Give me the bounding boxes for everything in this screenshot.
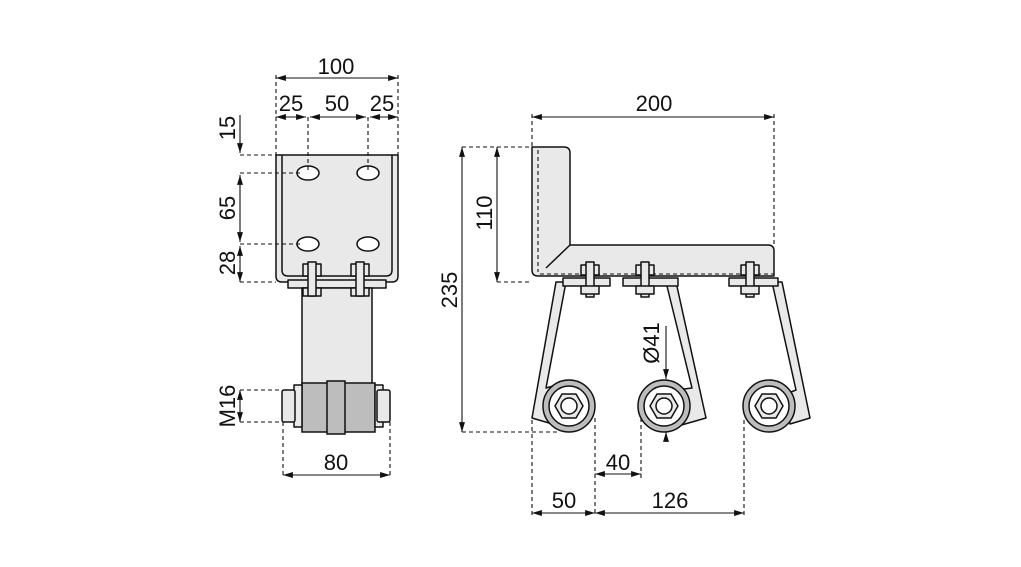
front-dimensions bbox=[237, 75, 399, 478]
roller-3 bbox=[742, 379, 796, 433]
bracket-bolts bbox=[580, 261, 760, 298]
front-view: 100 25 50 25 15 65 28 M16 80 bbox=[215, 54, 399, 478]
dim-edge-right: 25 bbox=[370, 91, 394, 116]
dim-first-roller-offset: 50 bbox=[552, 488, 576, 513]
dim-bolt-size: M16 bbox=[215, 385, 240, 428]
side-view: 200 110 235 Ø41 40 50 126 bbox=[437, 91, 811, 516]
dim-total-height: 235 bbox=[437, 272, 462, 309]
dim-edge-left: 25 bbox=[279, 91, 303, 116]
dim-roller-width: 80 bbox=[324, 450, 348, 475]
mounting-slots bbox=[296, 165, 380, 252]
side-dimensions bbox=[459, 114, 775, 516]
dim-hole-spacing: 50 bbox=[325, 91, 349, 116]
dim-length: 200 bbox=[636, 91, 673, 116]
dim-roller-diameter: Ø41 bbox=[639, 322, 664, 364]
roller-2 bbox=[637, 379, 691, 433]
bolts bbox=[302, 261, 370, 297]
rollers bbox=[542, 379, 796, 433]
dim-width-total: 100 bbox=[318, 54, 355, 79]
dim-bottom-offset: 28 bbox=[215, 251, 240, 275]
dim-roller-span: 126 bbox=[652, 488, 689, 513]
dim-bracket-height: 110 bbox=[472, 195, 497, 230]
mounting-plate bbox=[275, 154, 399, 289]
dim-roller-gap: 40 bbox=[606, 450, 630, 475]
dim-top-offset: 15 bbox=[215, 116, 240, 140]
angle-bracket bbox=[531, 146, 775, 277]
roller-1 bbox=[542, 379, 596, 433]
roller-assembly bbox=[281, 380, 391, 435]
dim-slot-spacing: 65 bbox=[215, 196, 240, 220]
hanger-stem bbox=[301, 287, 373, 385]
